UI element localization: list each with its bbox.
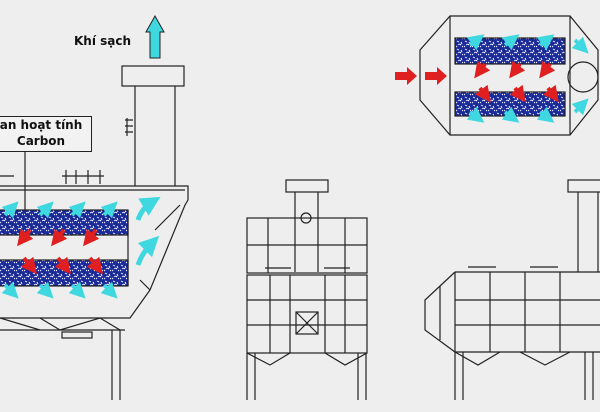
callout-line-1: an hoạt tính [0,118,83,132]
callout-line-2: Carbon [16,134,66,148]
inlet-arrow-icon [395,67,417,85]
activated-carbon-callout: an hoạt tính Carbon [0,116,92,152]
front-view [246,179,368,400]
side-view-right [424,179,600,400]
clean-air-label: Khí sạch [74,34,132,48]
clean-air-arrow-icon [145,14,165,59]
